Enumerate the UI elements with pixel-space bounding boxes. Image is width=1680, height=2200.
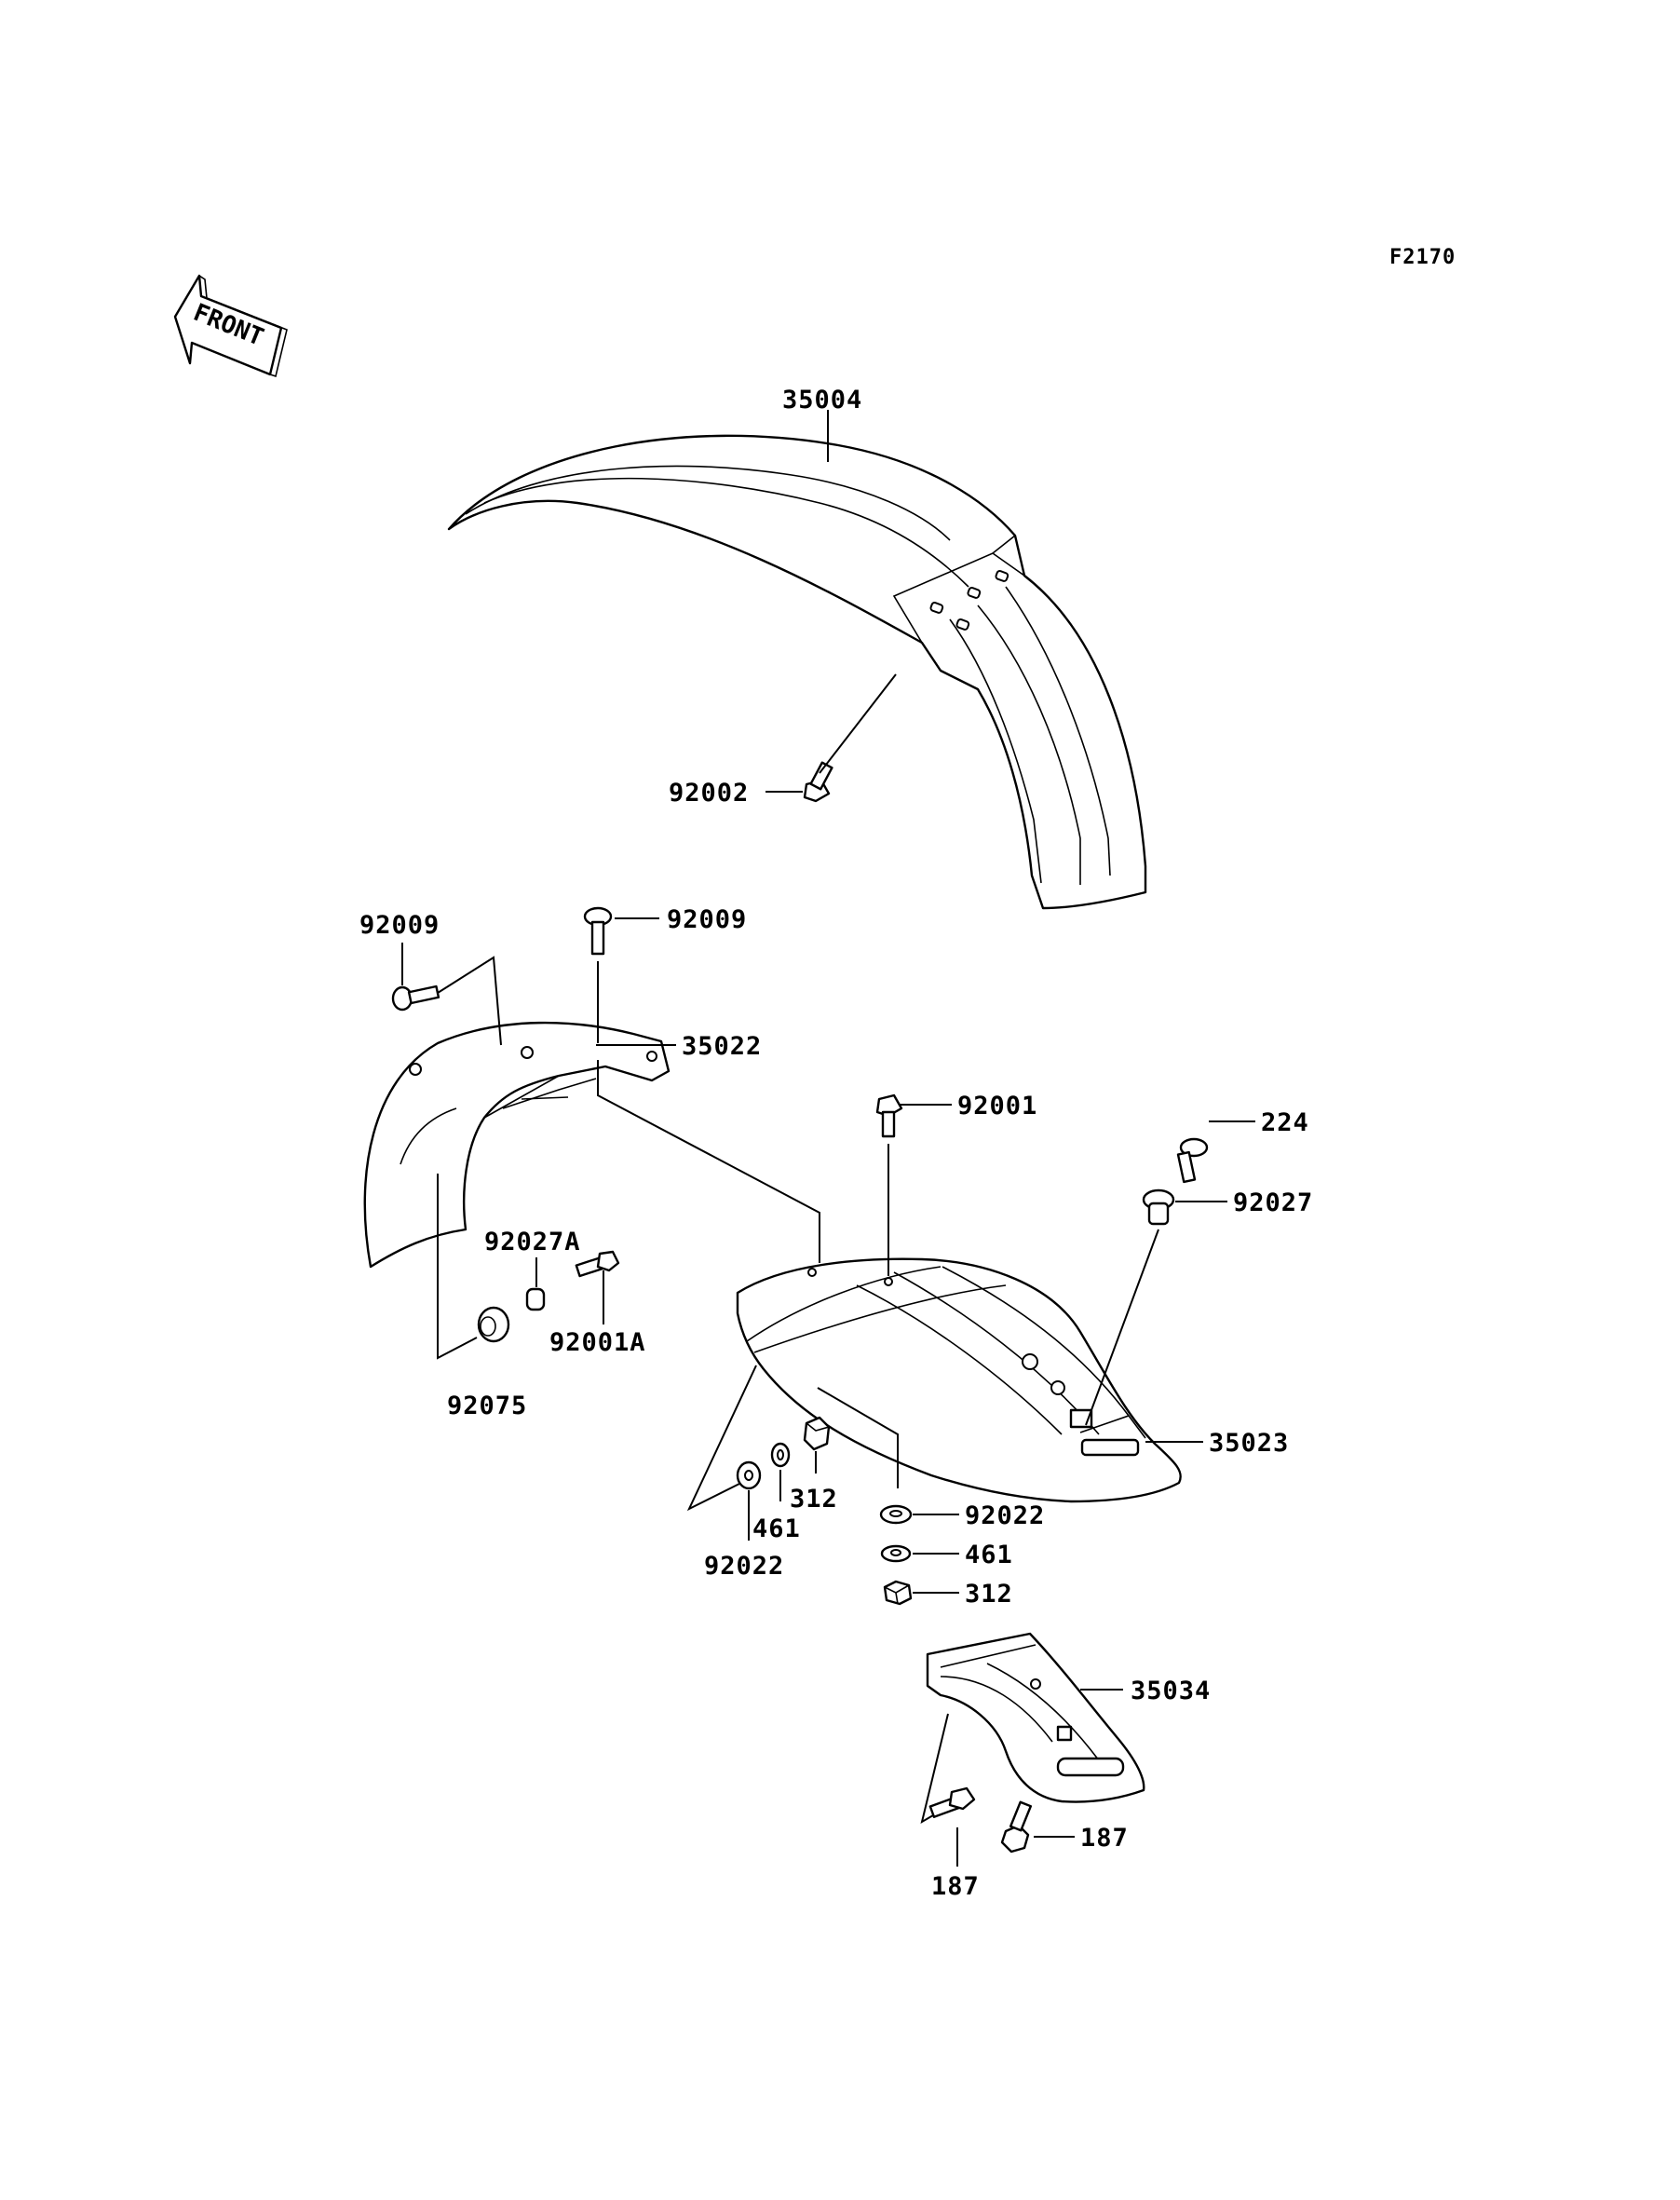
label-washer-92022-left: 92022 — [704, 1552, 784, 1581]
collar-92027a-icon — [525, 1287, 546, 1311]
label-rear-fender: 35023 — [1209, 1429, 1289, 1458]
label-washer-461-left: 461 — [752, 1514, 801, 1543]
lock-washer-461-left-icon — [770, 1442, 791, 1468]
front-fender-part — [447, 434, 1147, 910]
label-washer-461-right: 461 — [965, 1541, 1013, 1569]
label-front-fender: 35004 — [782, 386, 862, 414]
label-mud-flap: 35022 — [682, 1032, 762, 1061]
label-bolt-92001a: 92001A — [549, 1328, 646, 1357]
label-grommet: 92075 — [447, 1392, 527, 1420]
label-flap-bolt-top: 92009 — [667, 905, 747, 934]
collar-92027-icon — [1142, 1188, 1175, 1226]
screw-224-icon — [1176, 1137, 1209, 1184]
bolt-92009-left-icon — [391, 985, 440, 1012]
label-collar-92027: 92027 — [1233, 1188, 1313, 1217]
nut-312-left-icon — [803, 1416, 831, 1451]
label-front-fender-bolt: 92002 — [669, 779, 749, 808]
bolt-92002-icon — [803, 761, 833, 803]
bolt-92001a-icon — [575, 1250, 620, 1278]
lock-washer-461-right-icon — [880, 1544, 912, 1563]
label-screw-224: 224 — [1261, 1108, 1309, 1137]
label-flap-35034: 35034 — [1131, 1677, 1211, 1705]
front-arrow-icon: FRONT — [173, 274, 288, 378]
bolt-92001-icon — [875, 1093, 903, 1138]
label-bolt-187-right: 187 — [1080, 1824, 1129, 1853]
label-bolt-187-bottom: 187 — [931, 1872, 980, 1901]
flap-35034-part — [926, 1632, 1145, 1803]
mud-flap-part — [363, 1021, 671, 1269]
rear-fender-part — [736, 1257, 1182, 1503]
grommet-92075-icon — [477, 1306, 510, 1343]
nut-312-right-icon — [883, 1580, 913, 1606]
washer-92022-right-icon — [879, 1504, 913, 1525]
label-nut-312-left: 312 — [790, 1485, 838, 1514]
bolt-187-right-icon — [1000, 1800, 1033, 1854]
label-rear-fender-bolt: 92001 — [957, 1092, 1037, 1120]
diagram-code: F2170 — [1389, 246, 1456, 269]
label-collar-92027a: 92027A — [484, 1228, 581, 1256]
washer-92022-left-icon — [736, 1460, 762, 1490]
bolt-187-bottom-icon — [928, 1786, 976, 1818]
label-flap-bolt-left: 92009 — [359, 911, 440, 940]
bolt-92009-top-icon — [583, 906, 613, 956]
label-washer-92022-right: 92022 — [965, 1501, 1045, 1530]
label-nut-312-right: 312 — [965, 1580, 1013, 1609]
